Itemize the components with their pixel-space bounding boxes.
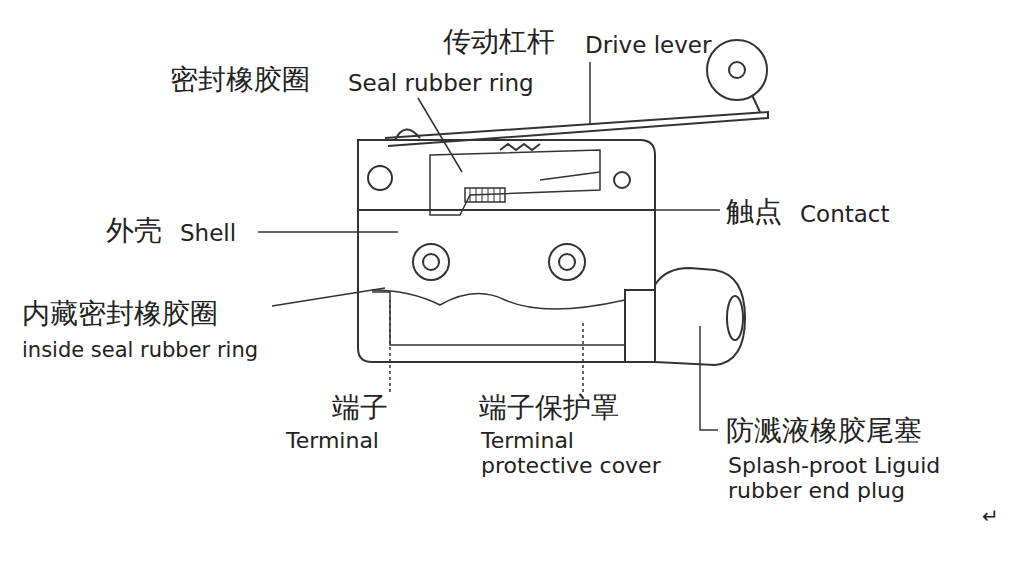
part-name-en: Seal rubber ring: [348, 70, 534, 96]
part-name-en: Shell: [180, 220, 236, 246]
part-name-zh: 防溅液橡胶尾塞: [726, 415, 922, 447]
part-name-zh: 端子保护罩: [479, 392, 619, 424]
part-name-zh: 传动杠杆: [443, 26, 555, 58]
part-name-zh: 密封橡胶圈: [170, 64, 310, 96]
return-mark: ↵: [982, 505, 999, 528]
part-name-en: Terminal protective cover: [481, 428, 691, 479]
part-name-en: Contact: [800, 201, 889, 227]
part-name-en: inside seal rubber ring: [22, 338, 258, 362]
part-name-en: Drive lever: [585, 32, 711, 58]
part-name-en: Terminal: [286, 428, 379, 453]
part-name-en: Splash-proot Liguid rubber end plug: [728, 453, 1008, 504]
part-name-zh: 端子: [332, 392, 388, 424]
part-name-zh: 内藏密封橡胶圈: [22, 298, 218, 330]
part-name-zh: 外壳: [106, 215, 162, 247]
part-name-zh: 触点: [726, 196, 782, 228]
